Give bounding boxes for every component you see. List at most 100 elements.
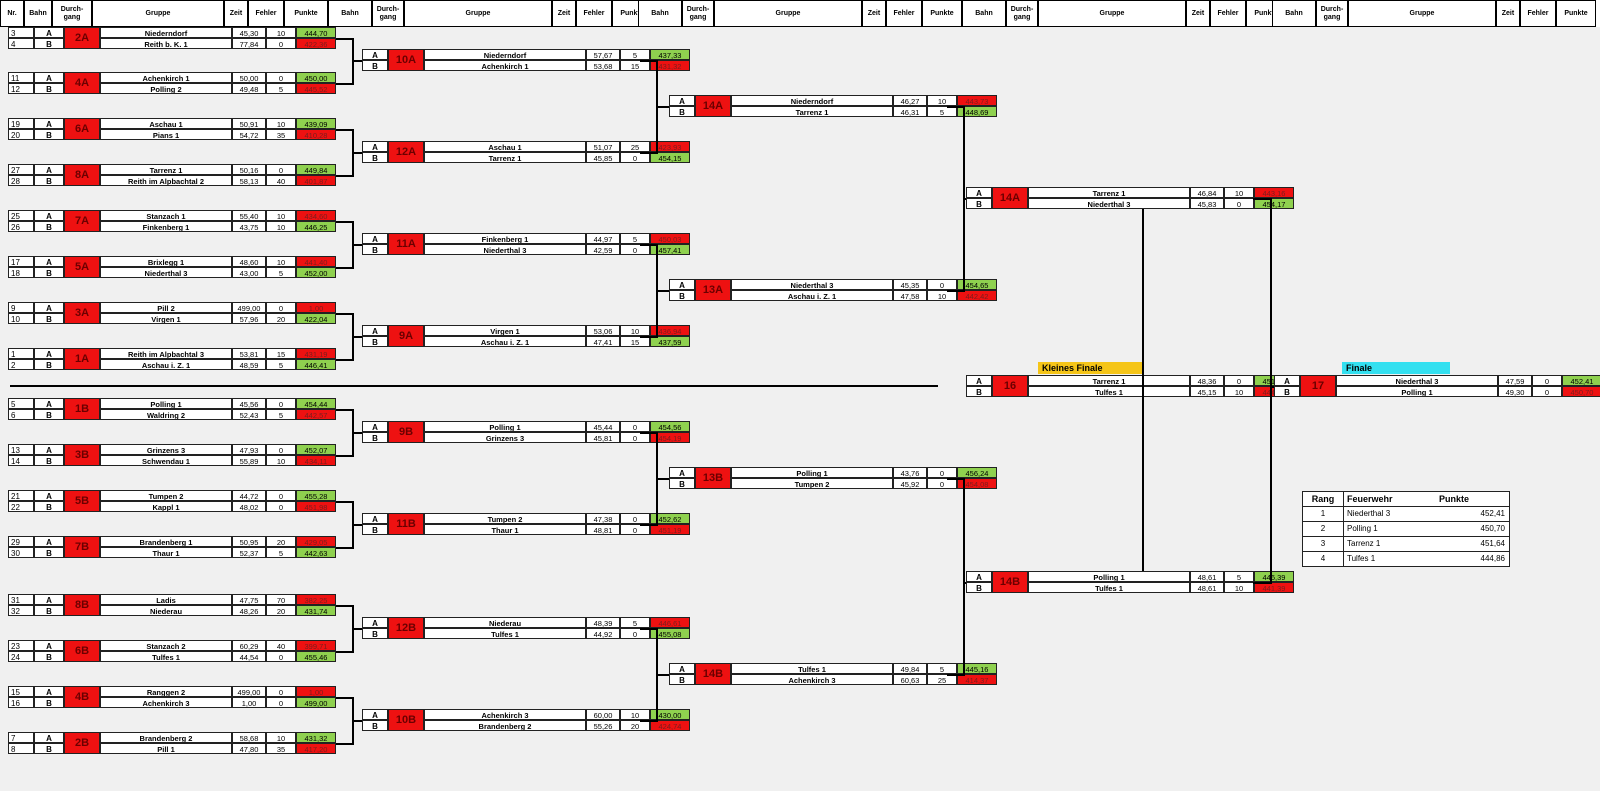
team-name: Schwendau 1 — [100, 455, 232, 466]
header-zeit-2: Zeit — [862, 0, 886, 27]
error-points: 0 — [1532, 386, 1562, 397]
lane: A — [362, 513, 388, 524]
score-value: 437,59 — [650, 336, 690, 347]
score-value: 449,84 — [296, 164, 336, 175]
bracket-line — [352, 628, 362, 630]
score-value: 423,93 — [650, 141, 690, 152]
points-value: 452,41 — [1480, 509, 1505, 518]
time-value: 57,96 — [232, 313, 266, 324]
team-name: Achenkirch 3 — [731, 674, 893, 685]
score-value: 446,25 — [296, 221, 336, 232]
time-value: 57,67 — [586, 49, 620, 60]
error-points: 10 — [266, 732, 296, 743]
team-name: Tumpen 2 — [731, 478, 893, 489]
lane: A — [34, 256, 64, 267]
bracket-line — [640, 628, 656, 630]
time-value: 46,31 — [893, 106, 927, 117]
time-value: 48,60 — [232, 256, 266, 267]
start-number: 23 — [8, 640, 34, 651]
lane: A — [34, 686, 64, 697]
bracket-line — [352, 336, 362, 338]
match-code: 1A — [64, 348, 100, 370]
start-number: 22 — [8, 501, 34, 512]
error-points: 5 — [266, 83, 296, 94]
time-value: 45,15 — [1190, 386, 1224, 397]
bracket-line — [656, 674, 669, 676]
team-name: Tulfes 1 — [1028, 582, 1190, 593]
match-code: 12A — [388, 141, 424, 163]
bracket-line — [640, 152, 656, 154]
error-points: 40 — [266, 175, 296, 186]
team-name: Niederthal 3 — [1336, 375, 1498, 386]
error-points: 5 — [927, 106, 957, 117]
match-code: 16 — [992, 375, 1028, 397]
error-points: 0 — [620, 152, 650, 163]
error-points: 10 — [266, 27, 296, 38]
lane: A — [34, 594, 64, 605]
time-value: 44,97 — [586, 233, 620, 244]
header-bahn-2: Bahn — [638, 0, 682, 27]
lane: A — [362, 325, 388, 336]
error-points: 25 — [927, 674, 957, 685]
lane: A — [34, 398, 64, 409]
lane: B — [34, 175, 64, 186]
team-name: Waldring 2 — [100, 409, 232, 420]
bracket-line — [656, 478, 669, 480]
bracket-line — [336, 455, 352, 457]
rank-number: 1 — [1303, 507, 1344, 521]
bracket-line — [947, 290, 963, 292]
match-code: 10B — [388, 709, 424, 731]
header-durchgang-0: Durch-gang — [52, 0, 92, 27]
bracket-line — [640, 432, 656, 434]
time-value: 51,07 — [586, 141, 620, 152]
score-value: 450,70 — [1562, 386, 1600, 397]
lane: B — [362, 524, 388, 535]
score-value: 452,62 — [650, 513, 690, 524]
time-value: 55,40 — [232, 210, 266, 221]
match-code: 1B — [64, 398, 100, 420]
lane: A — [34, 164, 64, 175]
lane: B — [34, 605, 64, 616]
team-name: Ranggen 2 — [100, 686, 232, 697]
time-value: 499,00 — [232, 302, 266, 313]
header-gruppe-0: Gruppe — [92, 0, 224, 27]
points-value: 450,70 — [1480, 524, 1505, 533]
team-name: Tumpen 2 — [424, 513, 586, 524]
lane: A — [34, 27, 64, 38]
header-durchgang-2: Durch- gang — [682, 0, 714, 27]
bracket-line — [336, 129, 352, 131]
error-points: 0 — [266, 302, 296, 313]
start-number: 15 — [8, 686, 34, 697]
lane: B — [362, 720, 388, 731]
bracket-line — [352, 720, 362, 722]
bracket-line — [947, 674, 963, 676]
fire-brigade-name: Tarrenz 1 — [1347, 539, 1381, 548]
score-value: 437,33 — [650, 49, 690, 60]
bracket-line — [336, 409, 352, 411]
error-points: 5 — [620, 49, 650, 60]
time-value: 48,61 — [1190, 582, 1224, 593]
team-name: Finkenberg 1 — [424, 233, 586, 244]
